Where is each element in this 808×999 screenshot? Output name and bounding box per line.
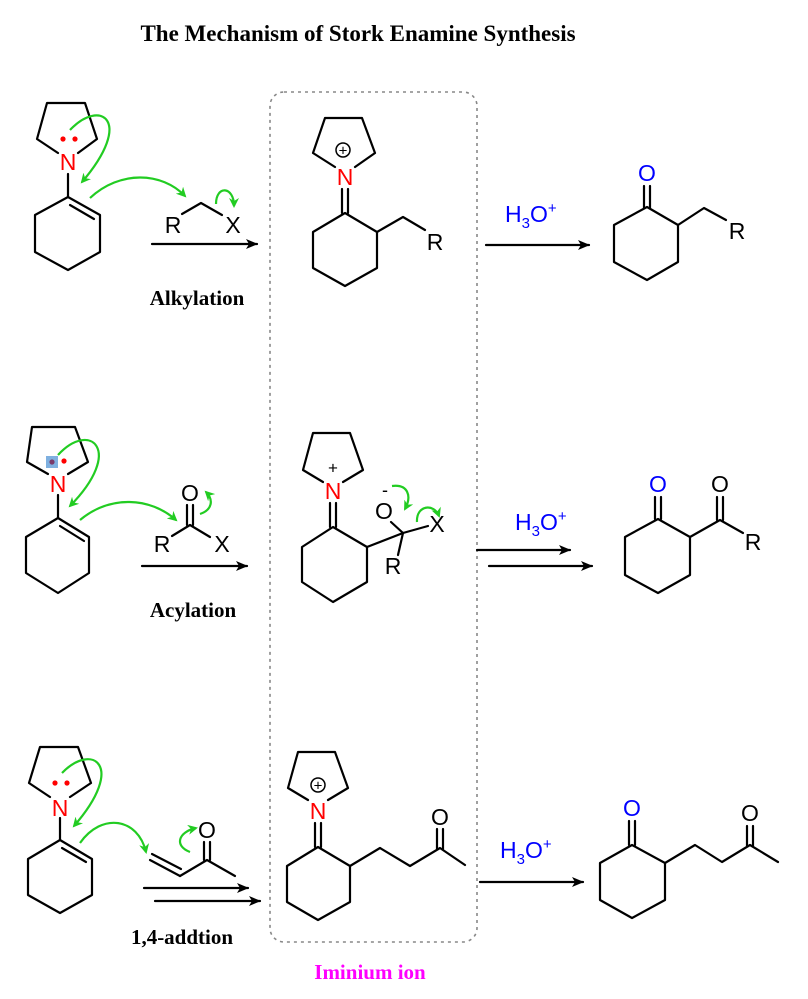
electron-arrow (57, 438, 100, 508)
electron-arrow (61, 758, 103, 828)
positive-charge: + (328, 459, 338, 478)
lone-pair-dot (64, 780, 70, 786)
tetrahedral-intermediate: + N O - X R (300, 431, 445, 604)
methyl-vinyl-ketone: O (148, 817, 237, 878)
ketone-oxygen: O (638, 160, 656, 186)
enamine-1: N (33, 101, 187, 272)
iminium-3: + N O (285, 750, 467, 922)
negative-charge: - (382, 480, 388, 500)
r-group: R (729, 218, 746, 244)
reaction-label-alkylation: Alkylation (150, 286, 245, 310)
positive-charge: + (314, 778, 323, 795)
lone-pair-dot (52, 780, 58, 786)
iminium-1: + N R (311, 116, 444, 288)
ketone-oxygen: O (623, 795, 641, 821)
ketone-oxygen: O (649, 471, 667, 497)
nitrogen-atom: N (52, 795, 69, 821)
r-group: R (745, 529, 762, 555)
carbonyl-oxygen: O (431, 804, 449, 830)
acyl-halide: O R X (154, 480, 230, 557)
r-group: R (165, 212, 182, 238)
electron-arrow (79, 500, 178, 522)
reagent-h3o: H3O+ (515, 508, 567, 540)
lone-pair-dot (60, 136, 66, 142)
electron-arrow (391, 484, 414, 511)
iminium-ion-label: Iminium ion (314, 960, 426, 984)
nitrogen-atom: N (50, 471, 67, 497)
lone-pair-dot (49, 459, 55, 465)
alkoxide-oxygen: O (375, 498, 393, 524)
nitrogen-atom: N (310, 798, 327, 824)
nitrogen-atom: N (60, 149, 77, 175)
r-group: R (427, 229, 444, 255)
electron-arrow (415, 506, 441, 523)
reaction-label-acylation: Acylation (150, 598, 237, 622)
reagent-h3o: H3O+ (500, 836, 552, 868)
acyl-oxygen: O (711, 471, 729, 497)
iminium-box (269, 91, 478, 943)
carbonyl-oxygen: O (198, 817, 216, 843)
nitrogen-atom: N (325, 478, 342, 504)
leaving-group-x: X (429, 511, 444, 537)
nitrogen-atom: N (337, 164, 354, 190)
product-3: O O (598, 795, 780, 920)
r-group: R (385, 553, 402, 579)
electron-arrow (179, 824, 198, 854)
product-2: O O R (623, 471, 762, 595)
lone-pair-dot (61, 458, 67, 464)
electron-arrow (69, 114, 111, 184)
electron-arrow (199, 490, 216, 516)
enamine-2: N (24, 425, 178, 595)
electron-arrow (214, 189, 239, 208)
r-group: R (154, 531, 171, 557)
title: The Mechanism of Stork Enamine Synthesis (140, 21, 575, 46)
enamine-3: N (26, 745, 150, 915)
leaving-group-x: X (214, 531, 229, 557)
electron-arrow (89, 176, 187, 199)
reagent-h3o: H3O+ (505, 200, 557, 232)
positive-charge: + (339, 143, 348, 160)
reaction-label-addition: 1,4-addtion (131, 925, 233, 949)
alkyl-halide: R X (165, 189, 241, 238)
product-1: O R (612, 160, 746, 282)
electron-arrow (79, 821, 150, 854)
side-chain-oxygen: O (741, 800, 759, 826)
leaving-group-x: X (225, 212, 240, 238)
carbonyl-oxygen: O (181, 480, 199, 506)
lone-pair-dot (72, 136, 78, 142)
